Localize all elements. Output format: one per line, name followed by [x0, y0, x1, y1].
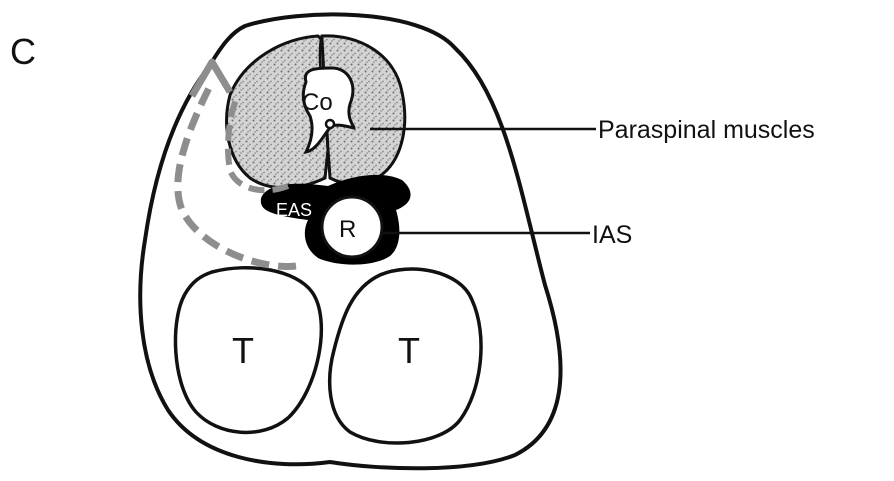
paraspinal-label: Paraspinal muscles: [598, 116, 815, 144]
coccyx-canal: [326, 120, 334, 128]
rectum-label: R: [339, 216, 356, 243]
coccyx-label: Co: [302, 89, 333, 116]
tuberosity-left-label: T: [232, 330, 254, 371]
eas-label: EAS: [276, 200, 312, 220]
ischial-tuberosity-right: T: [330, 269, 481, 443]
ias-label: IAS: [592, 221, 632, 249]
ischial-tuberosity-left: T: [175, 268, 321, 433]
panel-letter: C: [10, 31, 36, 72]
tuberosity-right-label: T: [398, 330, 420, 371]
